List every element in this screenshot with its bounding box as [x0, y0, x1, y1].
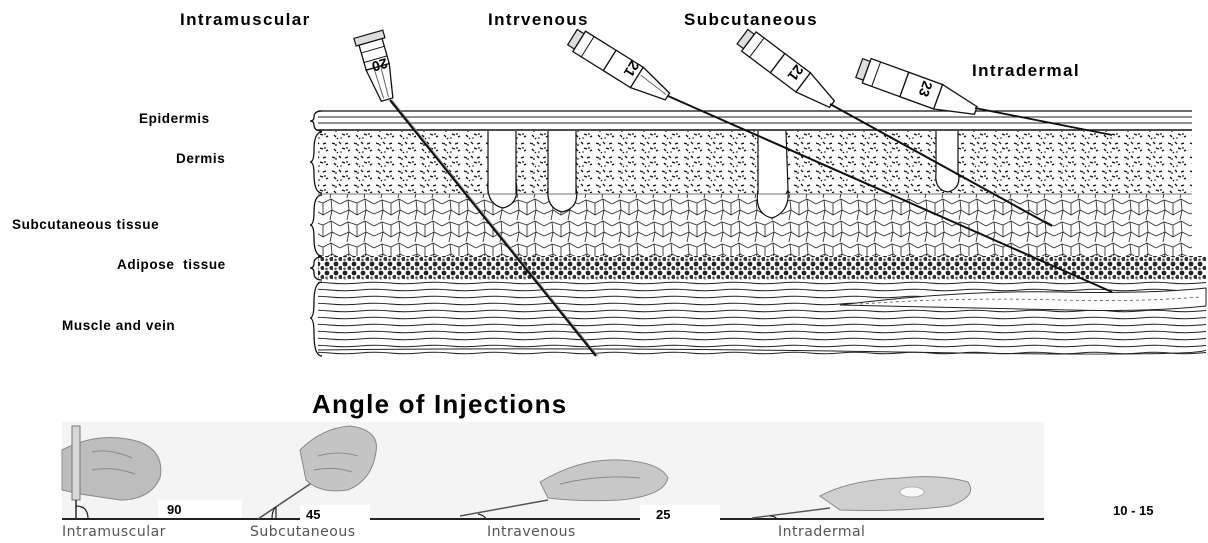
angle-value-subcutaneous: 45	[306, 508, 320, 521]
label-intradermal: Intradermal	[972, 62, 1080, 79]
angle-value-intradermal: 10 - 15	[1113, 504, 1153, 517]
label-dermis: Dermis	[176, 152, 225, 166]
angle-section-title: Angle of Injections	[312, 391, 567, 417]
label-subcutaneous-tissue: Subcutaneous tissue	[12, 218, 159, 232]
bottom-label-intravenous: Intravenous	[487, 525, 576, 539]
gauge-label-intramuscular: 20	[370, 56, 389, 74]
label-subcutaneous: Subcutaneous	[684, 11, 818, 28]
epidermis-layer	[318, 110, 1192, 132]
muscle-and-vein-layer	[318, 281, 1206, 357]
label-intramuscular: Intramuscular	[180, 11, 311, 28]
bottom-label-intramuscular: Intramuscular	[62, 525, 166, 539]
angle-value-intravenous: 25	[656, 508, 670, 521]
label-intravenous: Intrvenous	[488, 11, 589, 28]
angle-value-intramuscular: 90	[167, 503, 181, 516]
subcutaneous-tissue-layer	[318, 182, 1192, 256]
label-muscle-and-vein: Muscle and vein	[62, 319, 175, 333]
adipose-tissue-layer	[318, 256, 1206, 280]
bottom-label-intradermal: Intradermal	[778, 525, 865, 539]
label-adipose-tissue: Adipose tissue	[117, 258, 226, 272]
bottom-label-subcutaneous: Subcutaneous	[250, 525, 356, 539]
label-epidermis: Epidermis	[139, 112, 210, 126]
